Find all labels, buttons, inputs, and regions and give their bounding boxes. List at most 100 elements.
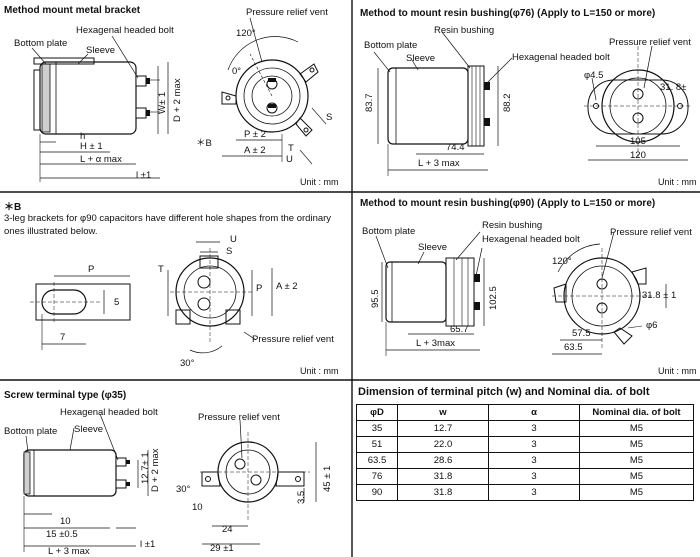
label-h: H ± 1 [80, 141, 103, 152]
label-hex-bolt: Hexagenal headed bolt [512, 52, 610, 63]
label-h1025: 102.5 [488, 286, 499, 310]
unit-label: Unit : mm [300, 366, 339, 376]
table-cell: 3 [488, 484, 580, 501]
label-bottom-plate: Bottom plate [362, 226, 416, 237]
table-cell: 76 [356, 468, 398, 485]
table-cell: M5 [579, 436, 694, 453]
label-w120: 120 [630, 150, 646, 161]
table-cell: 51 [356, 436, 398, 453]
panel-resin-bushing-76: Method to mount resin bushing(φ76) (Appl… [352, 0, 700, 192]
panel-title: Method mount metal bracket [4, 5, 141, 16]
table-cell: 28.6 [397, 452, 489, 469]
label-s: S [326, 112, 333, 123]
label-sleeve: Sleeve [406, 53, 436, 64]
label-hex-bolt: Hexagenal headed bolt [482, 234, 580, 245]
label-t: T [158, 264, 164, 275]
label-five: 5 [114, 297, 120, 308]
label-a: A ± 2 [276, 281, 298, 292]
label-p2: P [256, 283, 263, 294]
label-l3: L + 3max [416, 338, 455, 349]
label-angle-120: 120° [236, 28, 256, 39]
panel-metal-bracket: Method mount metal bracket Bottom plate … [0, 0, 352, 192]
label-d318: 31.8 ± 1 [642, 290, 677, 301]
label-h955: 95.5 [370, 289, 381, 309]
b-note-drawing [30, 241, 273, 354]
label-u: U [286, 154, 293, 165]
label-t: T [288, 143, 294, 154]
label-h-small: h [80, 131, 86, 142]
label-hex-bolt: Hexagenal headed bolt [60, 407, 158, 418]
label-l1: l ±1 [136, 170, 152, 181]
label-angle-120: 120° [552, 256, 572, 267]
label-sleeve: Sleeve [86, 45, 116, 56]
table-cell: M5 [579, 484, 694, 501]
label-bottom-plate: Bottom plate [364, 40, 418, 51]
panel-resin-bushing-90: Method to mount resin bushing(φ90) (Appl… [352, 192, 700, 380]
label-pressure-relief-vent: Pressure relief vent [246, 7, 328, 18]
table-row: 35 12.7 3 M5 [356, 420, 694, 437]
panel-title: Method to mount resin bushing(φ76) (Appl… [360, 8, 656, 19]
label-pressure-relief-vent: Pressure relief vent [610, 227, 692, 238]
table-cell: 3 [488, 436, 580, 453]
unit-label: Unit : mm [658, 366, 697, 376]
label-h882: 88.2 [502, 93, 513, 113]
table-cell: M5 [579, 452, 694, 469]
label-d: D + 2 max [150, 448, 161, 492]
table-cell: 31.8 [397, 468, 489, 485]
screw-terminal-drawing [23, 413, 317, 552]
table-title: Dimension of terminal pitch (w) and Nomi… [358, 386, 650, 398]
note-text: 3-leg brackets for φ90 capacitors have d… [4, 213, 332, 237]
table-row: 51 22.0 3 M5 [356, 436, 694, 453]
table-cell: 12.7 [397, 420, 489, 437]
label-sleeve: Sleeve [74, 424, 104, 435]
header-cell: φD [356, 404, 398, 421]
panel-title: Screw terminal type (φ35) [4, 390, 127, 401]
label-fifteen: 15 ±0.5 [46, 529, 78, 540]
dimension-table: φD w α Nominal dia. of bolt 35 12.7 3 M5… [356, 404, 694, 501]
label-w105: 105 [630, 136, 646, 147]
unit-label: Unit : mm [300, 177, 339, 187]
label-d: D + 2 max [172, 78, 183, 122]
header-cell: α [488, 404, 580, 421]
table-cell: 3 [488, 468, 580, 485]
table-cell: 31.8 [397, 484, 489, 501]
table-cell: 90 [356, 484, 398, 501]
label-w744: 74.4 [446, 142, 465, 153]
table-cell: 35 [356, 420, 398, 437]
table-cell: 63.5 [356, 452, 398, 469]
label-p: P ± 2 [244, 129, 266, 140]
table-cell: M5 [579, 468, 694, 485]
header-cell: w [397, 404, 489, 421]
label-pressure-relief-vent: Pressure relief vent [609, 37, 691, 48]
table-cell: M5 [579, 420, 694, 437]
label-a: A ± 2 [244, 145, 266, 156]
label-h837: 83.7 [364, 93, 375, 113]
label-l3: L + 3 max [418, 158, 460, 169]
label-three5: 3.5 [296, 490, 307, 504]
label-l3: L + 3 max [48, 546, 90, 557]
label-ten: 10 [60, 516, 71, 527]
label-l1: l ±1 [140, 539, 156, 550]
label-d45: φ4.5 [584, 70, 604, 81]
table-row: 76 31.8 3 M5 [356, 468, 694, 485]
panel-b-note: ＊B 3-leg brackets for φ90 capacitors hav… [0, 192, 352, 380]
panel-screw-terminal: Screw terminal type (φ35) Hexagenal head… [0, 380, 352, 557]
label-pressure-relief-vent: Pressure relief vent [198, 412, 280, 423]
label-seven: 7 [60, 332, 66, 343]
label-angle-30: 30° [180, 358, 195, 369]
table-cell: 22.0 [397, 436, 489, 453]
label-w635: 63.5 [564, 342, 583, 353]
label-fortyfive: 45 ± 1 [322, 465, 333, 492]
label-w575: 57.5 [572, 328, 591, 339]
label-resin-bushing: Resin bushing [434, 25, 495, 36]
table-cell: 3 [488, 420, 580, 437]
label-w657: 65.7 [450, 324, 469, 335]
label-angle-0: 0° [232, 66, 242, 77]
label-bottom-plate: Bottom plate [14, 38, 68, 49]
label-u: U [230, 234, 237, 245]
label-d318: 31. 8± [660, 82, 687, 93]
label-hex-bolt: Hexagenal headed bolt [76, 25, 174, 36]
label-twentyfour: 24 [222, 524, 233, 535]
label-angle-30: 30° [176, 484, 191, 495]
